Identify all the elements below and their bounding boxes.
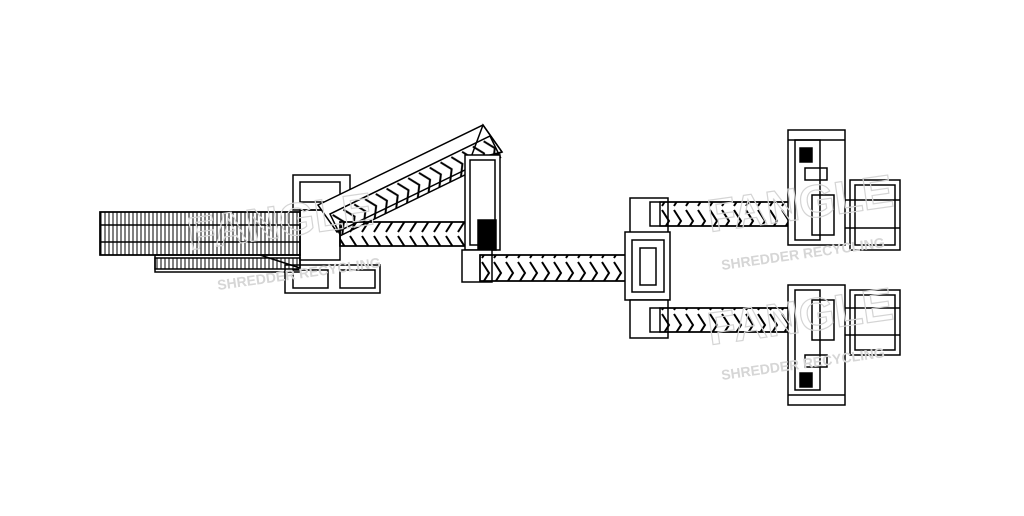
secondary-shredder-lower xyxy=(787,284,901,406)
secondary-shredder-upper xyxy=(787,129,901,251)
transfer-conveyor xyxy=(339,221,471,247)
main-conveyor xyxy=(461,249,631,283)
lower-branch-conveyor xyxy=(649,307,801,333)
transfer-hopper xyxy=(464,154,501,251)
upper-branch-conveyor xyxy=(649,201,801,227)
feed-conveyor xyxy=(99,211,301,273)
